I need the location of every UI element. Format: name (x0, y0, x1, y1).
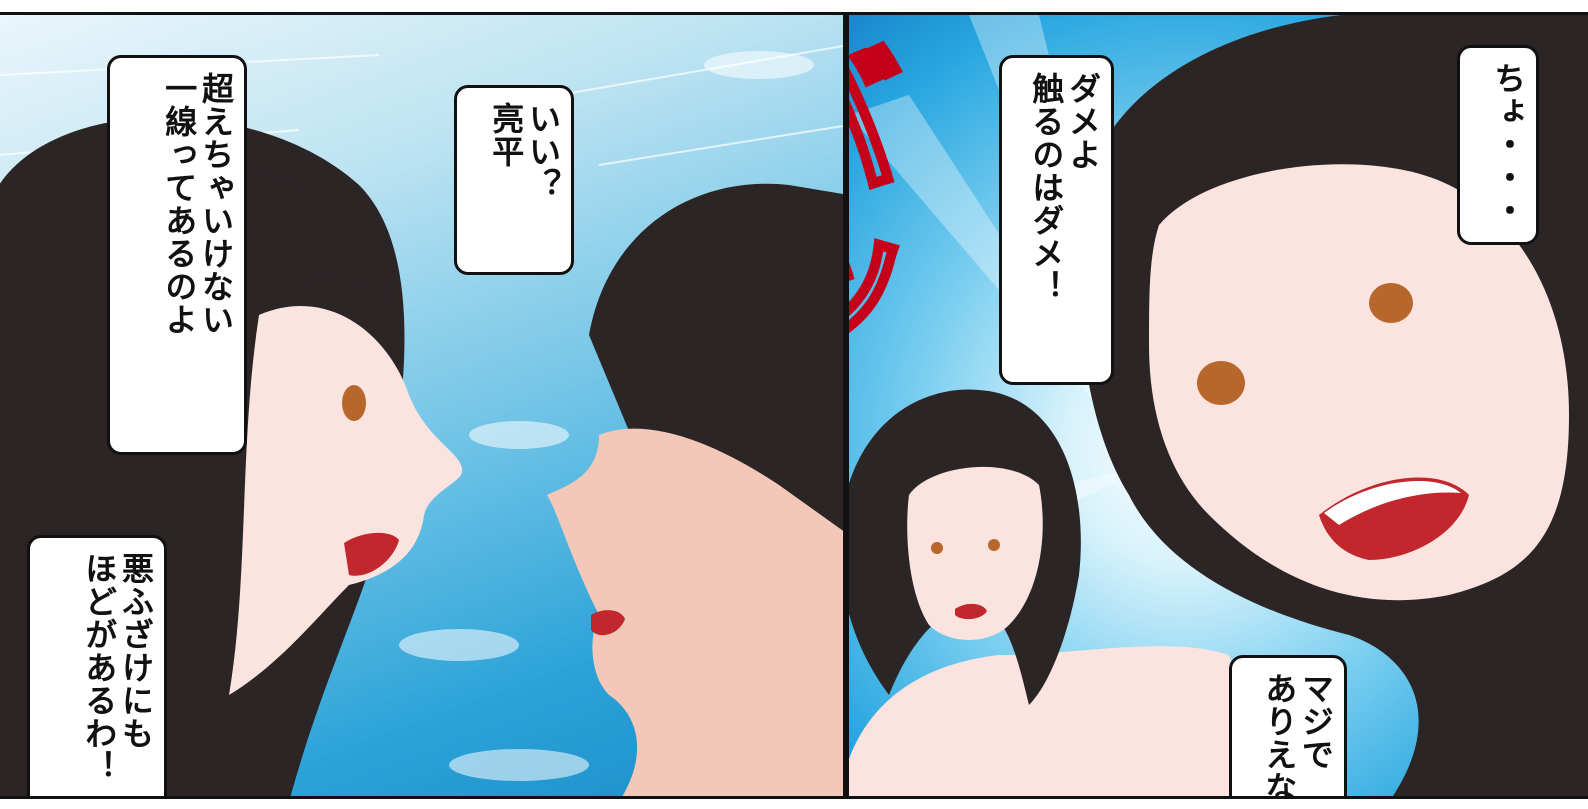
woman-large-eye-right (1369, 283, 1413, 323)
speech-bubble-rules: 超えちゃいけない一線ってあるのよ (107, 55, 247, 455)
manga-panel-right: バッ ダメよ触るのはダメ！ ちょ・・・ マジでありえな (846, 12, 1588, 799)
woman-fringe (229, 173, 394, 305)
speech-bubble-cho: ちょ・・・ (1457, 45, 1539, 245)
woman-eye (342, 385, 366, 421)
man-mouth (591, 610, 625, 636)
woman-face (229, 306, 463, 695)
woman-small-eye-right (988, 539, 1000, 551)
woman-mouth (344, 532, 399, 576)
woman-large-eye-left (1197, 361, 1245, 405)
woman-small-eye-left (931, 542, 943, 554)
speech-bubble-maji: マジでありえな (1229, 655, 1347, 796)
woman-large-teeth (1324, 480, 1461, 525)
woman-small-body (849, 646, 1249, 796)
woman-small-mouth (955, 603, 987, 620)
man-face (547, 428, 843, 796)
sfx-ba: バッ (846, 33, 906, 378)
speech-bubble-ii: いい？亮平 (454, 85, 574, 275)
woman-small-face (907, 466, 1043, 640)
speech-bubble-dame: ダメよ触るのはダメ！ (999, 55, 1114, 385)
manga-panel-left: 超えちゃいけない一線ってあるのよ いい？亮平 悪ふざけにもほどがあるわ！ (0, 12, 846, 799)
speech-bubble-joke: 悪ふざけにもほどがあるわ！ (27, 535, 167, 796)
